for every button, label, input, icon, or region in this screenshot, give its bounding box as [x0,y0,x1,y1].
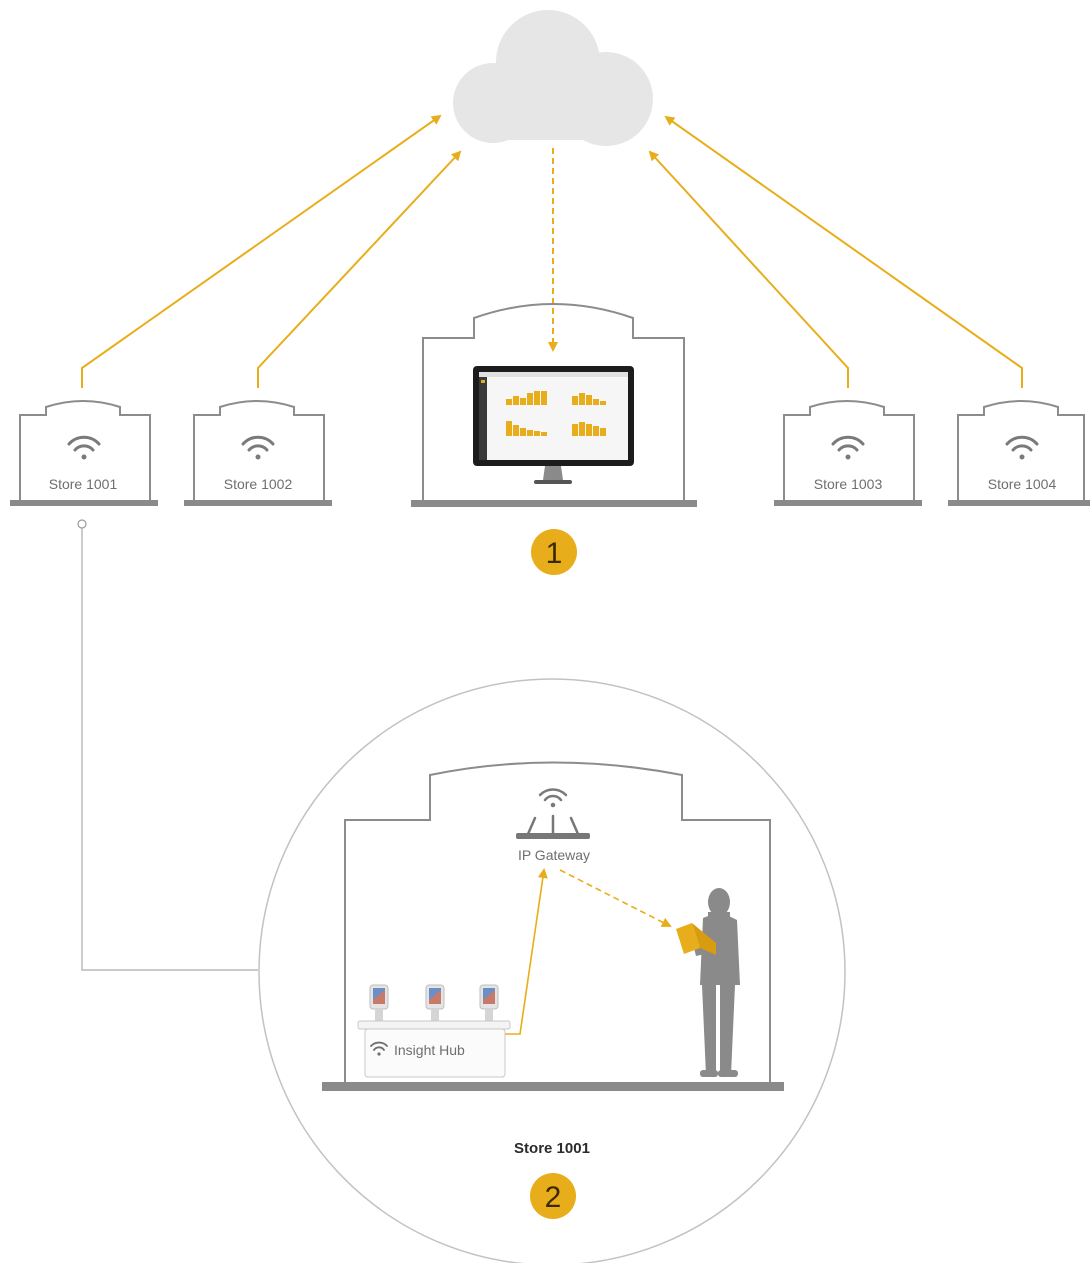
arrow-store-1004-to-cloud [664,115,1023,388]
hq-building [411,303,697,507]
arrow-store-1001-to-cloud [81,114,442,388]
dashboard-monitor-icon [473,366,634,484]
wifi-icon [370,1041,388,1056]
store-building-1002: Store 1002 [184,400,332,506]
staff-figure [676,888,740,1077]
step-badge-1: 1 [531,529,577,575]
store-building-1003: Store 1003 [774,400,922,506]
detail-store-building [322,761,784,1091]
step-number-2: 2 [545,1181,562,1214]
store-label-1001: Store 1001 [49,476,118,492]
step-badge-2: 2 [530,1173,576,1219]
insight-hub: Insight Hub [357,984,511,1078]
arrow-gateway-to-staff [559,869,672,927]
tablet-icon [676,923,716,955]
wifi-icon [1005,435,1039,460]
store-label-1002: Store 1002 [224,476,293,492]
router-icon [516,814,590,839]
store-building-1004: Store 1004 [948,400,1090,506]
phone-display-right [479,984,499,1021]
detail-connector [77,519,258,971]
phone-display-left [369,984,389,1021]
cloud-icon [453,10,653,146]
store-label-1004: Store 1004 [988,476,1057,492]
insight-hub-label: Insight Hub [394,1042,465,1058]
wifi-icon [538,788,568,808]
wifi-icon [831,435,865,460]
wifi-icon [67,435,101,460]
ip-gateway: IP Gateway [516,788,590,863]
arrow-store-1002-to-cloud [257,150,462,388]
ip-gateway-label: IP Gateway [518,847,590,863]
store-detail-circle [258,678,846,1263]
display-table [357,1020,511,1030]
wifi-icon [241,435,275,460]
hub-base [364,1028,506,1078]
step-number-1: 1 [546,537,563,570]
store-building-1001: Store 1001 [10,400,158,506]
arrow-store-1003-to-cloud [648,150,849,388]
phone-display-middle [425,984,445,1021]
upload-arrows [81,114,1023,388]
store-label-1003: Store 1003 [814,476,883,492]
detail-store-label: Store 1001 [514,1140,590,1157]
